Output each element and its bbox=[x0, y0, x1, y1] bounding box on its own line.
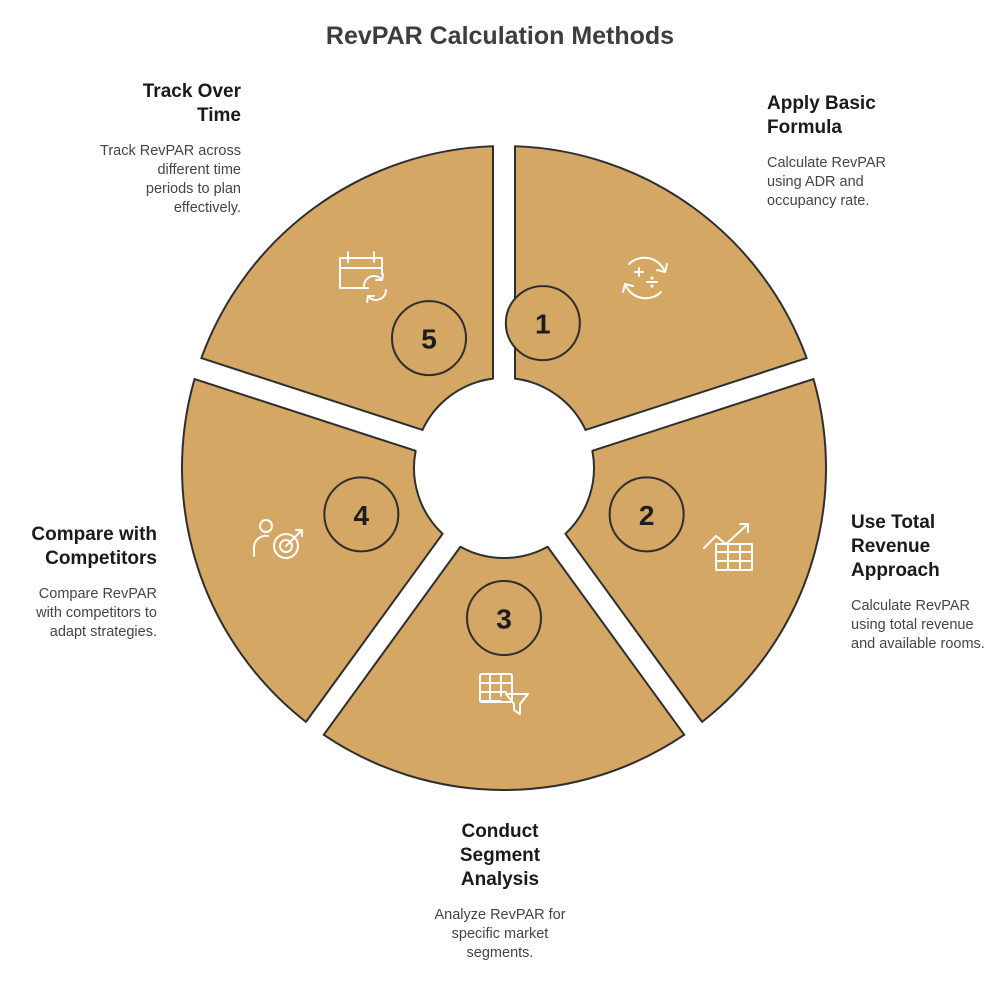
badge-circle bbox=[608, 476, 685, 553]
badge-number: 4 bbox=[354, 500, 370, 531]
badge-number: 1 bbox=[535, 309, 551, 340]
table-filter-icon bbox=[479, 673, 529, 715]
step-5-badge: 5 bbox=[391, 300, 467, 377]
badge-circle bbox=[391, 300, 467, 377]
page-title: RevPAR Calculation Methods bbox=[325, 22, 675, 50]
segment-1 bbox=[514, 145, 808, 431]
badge-number: 3 bbox=[496, 604, 512, 635]
segment-3 bbox=[322, 545, 686, 791]
segments bbox=[181, 145, 827, 791]
growth-table-icon bbox=[703, 523, 753, 571]
badges: 1 2 3 4 5 bbox=[323, 285, 685, 656]
badge-number: 5 bbox=[421, 324, 437, 355]
badge-circle bbox=[466, 580, 542, 656]
badge-number: 2 bbox=[639, 500, 655, 531]
badge-circle bbox=[504, 285, 581, 362]
segment-4 bbox=[181, 378, 444, 723]
calendar-refresh-icon bbox=[339, 251, 387, 303]
segment-2 bbox=[564, 378, 827, 723]
step-4-badge: 4 bbox=[323, 476, 400, 553]
target-person-icon bbox=[253, 519, 303, 559]
step-1-badge: 1 bbox=[504, 285, 581, 362]
step-2-badge: 2 bbox=[608, 476, 685, 553]
step-3-badge: 3 bbox=[466, 580, 542, 656]
calculator-refresh-icon bbox=[622, 256, 668, 300]
badge-circle bbox=[323, 476, 400, 553]
